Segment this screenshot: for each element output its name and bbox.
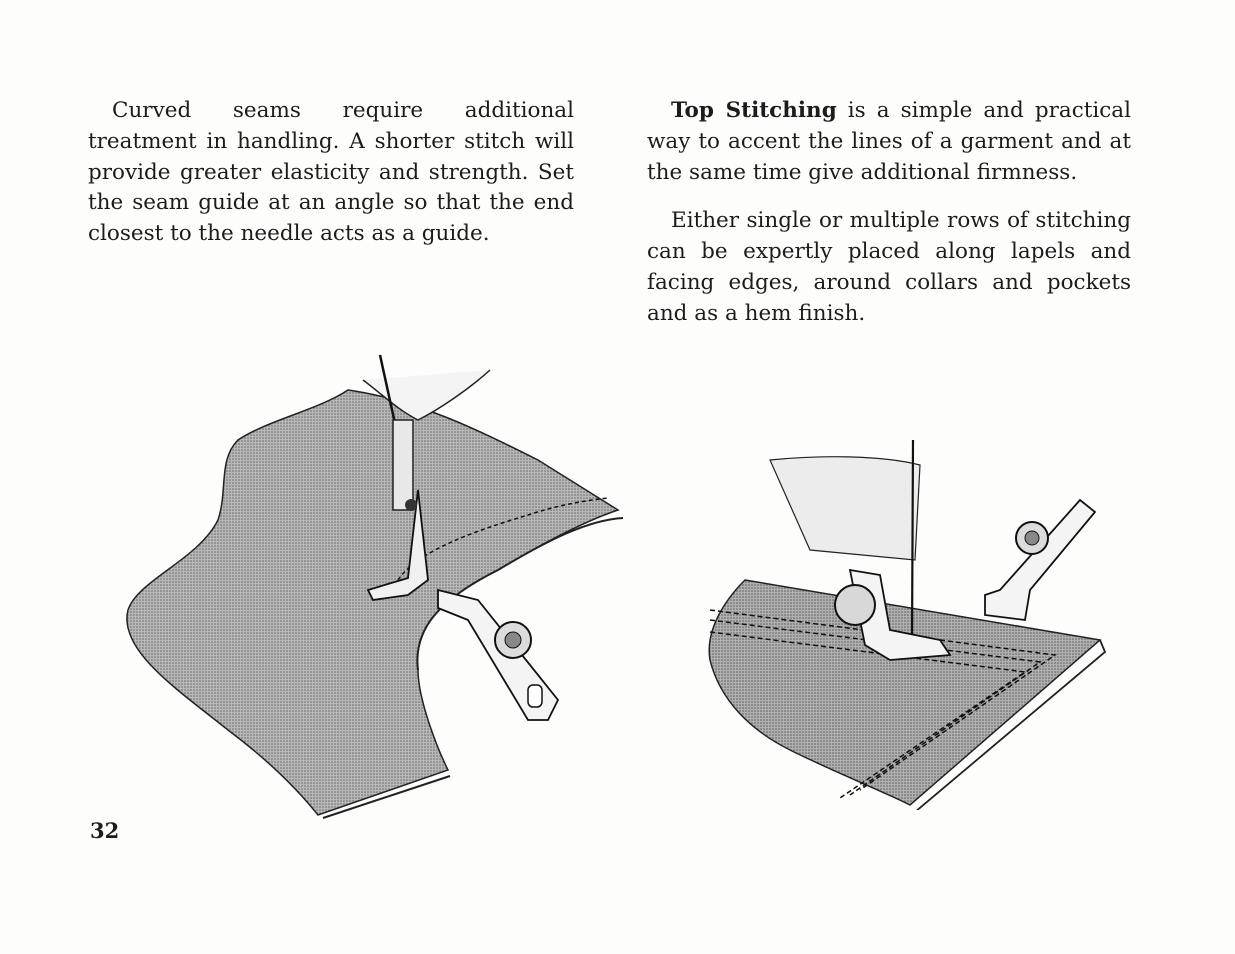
presser-foot-icon — [366, 489, 429, 601]
stitch-row-2 — [709, 619, 1043, 796]
seam-guide-icon — [984, 498, 1097, 622]
top-stitching-heading: Top Stitching — [671, 98, 837, 123]
stitch-row-3 — [709, 631, 1028, 799]
thumb-screw-icon — [834, 584, 876, 626]
left-text-column: Curved seams require additional treatmen… — [88, 96, 574, 250]
page-number: 32 — [90, 818, 120, 843]
needle-icon — [910, 440, 915, 641]
stitch-line — [397, 497, 609, 581]
fabric-shape — [126, 389, 620, 816]
stitch-row-1 — [709, 609, 1058, 791]
presser-foot-icon — [848, 568, 952, 661]
top-stitching-paragraph: Top Stitching is a simple and practical … — [647, 96, 1131, 188]
fabric-shape — [708, 579, 1102, 806]
curved-seam-illustration — [118, 350, 638, 820]
multiple-rows-paragraph: Either single or multiple rows of stitch… — [647, 208, 1131, 326]
right-text-column: Top Stitching is a simple and practical … — [647, 96, 1131, 348]
curved-seams-paragraph: Curved seams require additional treatmen… — [88, 98, 574, 247]
top-stitching-text: is a simple and practical way to accent … — [647, 98, 1131, 185]
top-stitching-illustration — [700, 440, 1110, 810]
